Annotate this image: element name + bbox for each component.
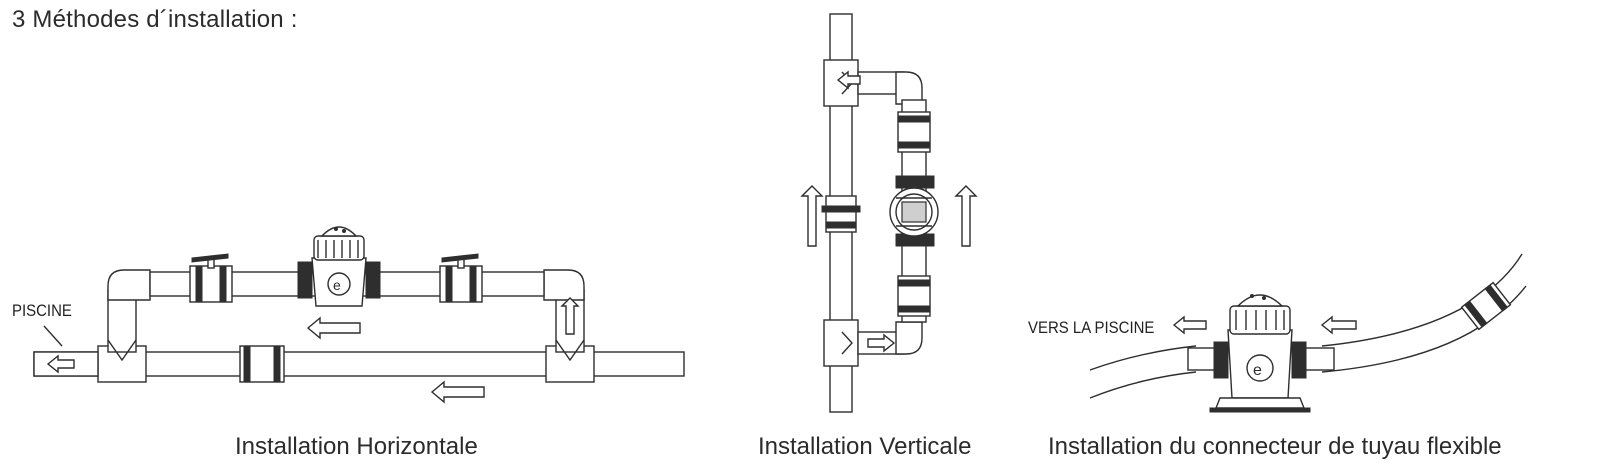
chlorinator-unit — [889, 175, 939, 247]
ball-valve-icon — [439, 253, 483, 303]
union-fitting-icon — [821, 195, 861, 233]
elbow-bottom — [895, 321, 923, 355]
caption-horizontal: Installation Horizontale — [235, 433, 478, 460]
arrow-up-icon — [560, 297, 580, 335]
ball-valve-icon — [189, 253, 233, 303]
caption-flexible: Installation du connecteur de tuyau flex… — [1048, 433, 1502, 460]
page-title: 3 Méthodes d´installation : — [12, 6, 298, 33]
elbow-left — [107, 269, 151, 301]
arrow-left-icon — [1172, 315, 1207, 335]
caption-vertical: Installation Verticale — [758, 433, 972, 460]
horizontal-installation: e — [33, 226, 685, 404]
label-vers-la-piscine: VERS LA PISCINE — [1028, 318, 1155, 337]
arrow-left-icon — [1320, 315, 1357, 335]
union-fitting-icon — [239, 345, 285, 383]
arrow-right-icon — [867, 333, 896, 353]
arrow-left-icon — [430, 380, 485, 404]
chlorinator-unit: e — [297, 226, 381, 307]
arrow-up-icon — [954, 185, 978, 247]
ball-valve-icon — [897, 275, 931, 317]
chlorinator-logo-icon — [327, 272, 351, 296]
arrow-left-icon — [306, 316, 361, 340]
svg-text:e: e — [1253, 362, 1262, 379]
vertical-installation — [800, 13, 978, 413]
elbow-right — [543, 269, 585, 301]
flexible-hose-installation: e — [1089, 253, 1527, 413]
mounting-base — [1214, 397, 1306, 409]
chlorinator-unit: e — [1187, 294, 1335, 413]
label-piscine: PISCINE — [12, 301, 72, 320]
svg-text:e: e — [333, 277, 341, 293]
union-fitting-icon — [1460, 281, 1512, 331]
elbow-top — [895, 71, 923, 105]
arrow-up-icon — [800, 185, 824, 247]
arrow-left-icon — [46, 354, 75, 374]
arrow-left-icon — [836, 70, 861, 90]
chlorinator-logo-icon — [1246, 354, 1274, 382]
hose-left — [1089, 345, 1197, 371]
ball-valve-icon — [897, 111, 931, 153]
